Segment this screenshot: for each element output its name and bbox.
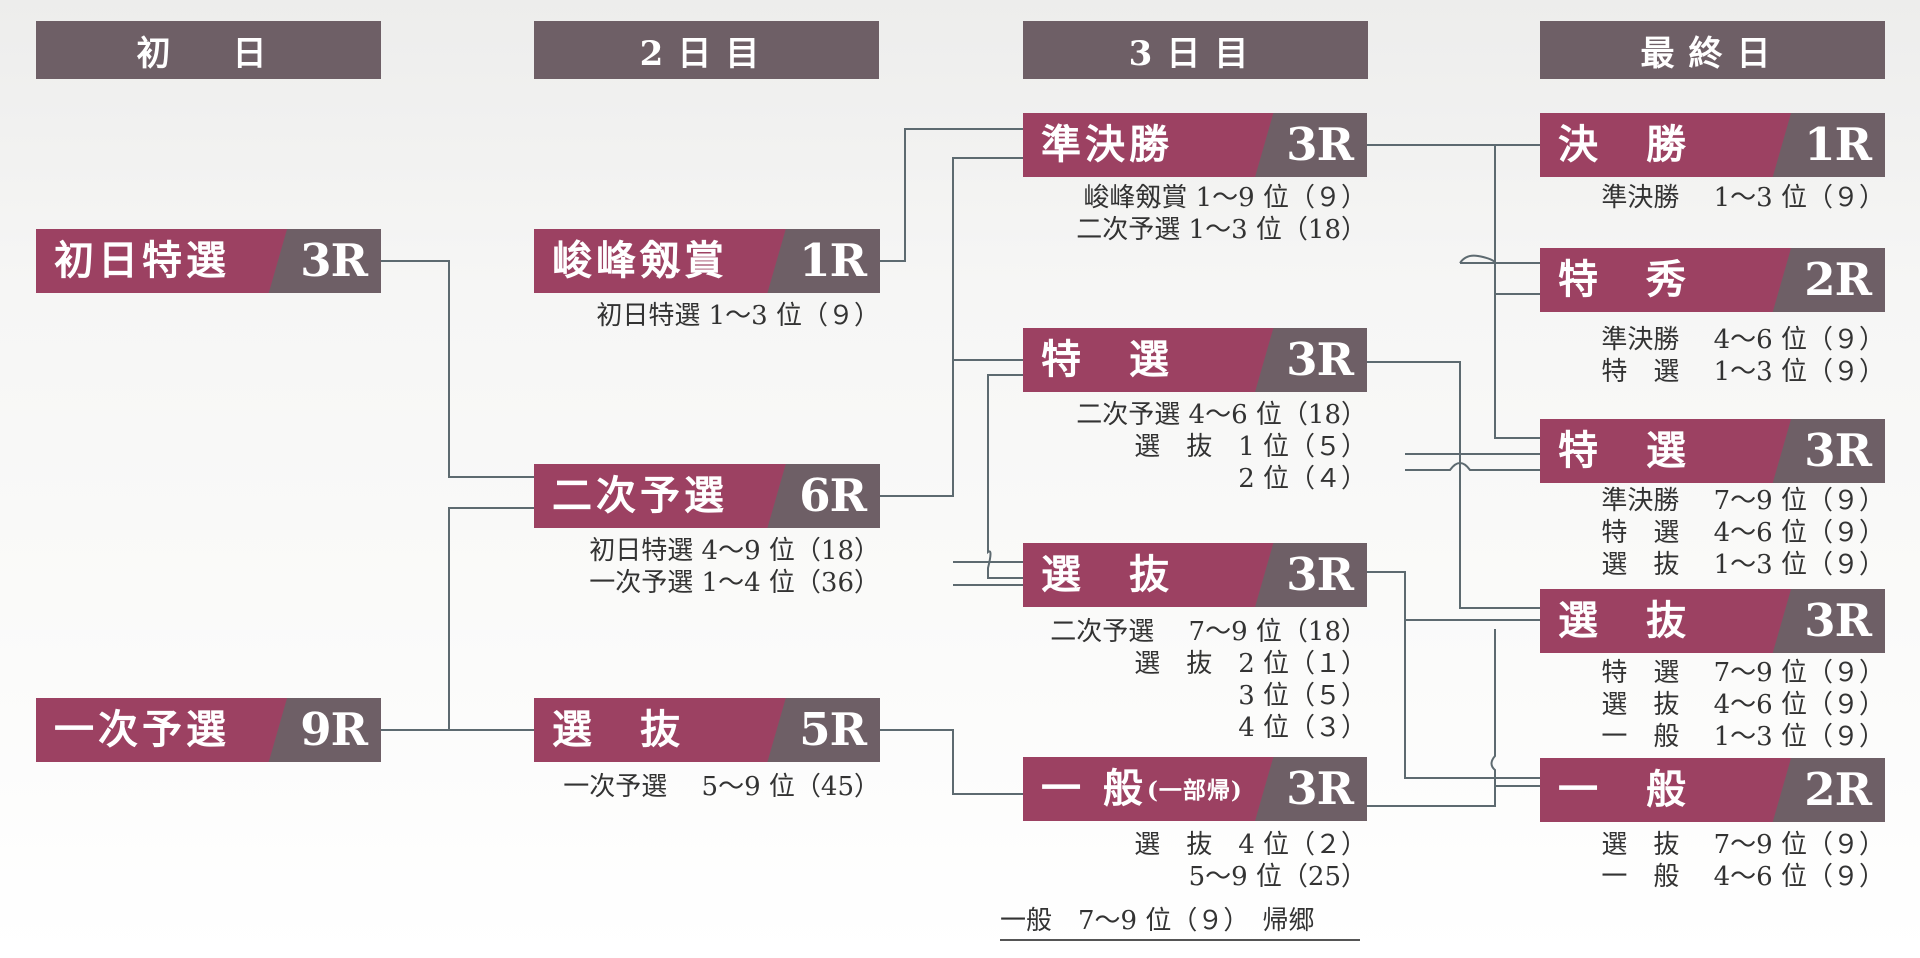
race-name: 決 勝 [1558, 121, 1690, 168]
race-box-d1-tokusen: 初日特選 3R [36, 229, 381, 293]
race-rounds: 5R [799, 703, 867, 756]
race-rounds: 6R [799, 469, 867, 522]
qualification-notes-d3-senbatsu: 二次予選 7〜9 位（18） 選 抜 2 位（１） 3 位（５） 4 位（３） [1050, 617, 1367, 743]
race-name: 一 般 [1558, 766, 1690, 813]
race-box-d4-ippan: 一 般 2R [1540, 758, 1885, 822]
race-box-d3-senbatsu: 選 抜 3R [1023, 543, 1367, 607]
race-name: 特 選 [1041, 336, 1173, 383]
race-name: 特 秀 [1558, 256, 1690, 303]
race-name: 初日特選 [54, 237, 230, 284]
race-name: 二次予選 [552, 472, 728, 519]
race-rounds: 3R [1804, 424, 1872, 477]
day-header-4: 最終日 [1540, 21, 1885, 79]
race-box-d2-shunpo: 峻峰剱賞 1R [534, 229, 880, 293]
race-box-d4-tokusen: 特 選 3R [1540, 419, 1885, 483]
qualification-notes-d4-kessho: 準決勝 1〜3 位（９） [1601, 183, 1885, 213]
race-name: 準決勝 [1041, 121, 1173, 168]
race-name: 一次予選 [54, 706, 230, 753]
day-header-1: 初 日 [36, 21, 381, 79]
race-box-d2-niji: 二次予選 6R [534, 464, 880, 528]
qualification-notes-d4-tokusen: 準決勝 7〜9 位（９） 特 選 4〜6 位（９） 選 抜 1〜3 位（９） [1601, 486, 1885, 580]
qualification-notes-d4-senbatsu: 特 選 7〜9 位（９） 選 抜 4〜6 位（９） 一 般 1〜3 位（９） [1601, 658, 1885, 752]
race-name: 選 抜 [1558, 597, 1690, 644]
race-box-d1-ichiji: 一次予選 9R [36, 698, 381, 762]
race-box-d4-kessho: 決 勝 1R [1540, 113, 1885, 177]
qualification-notes-d3-junkessho: 峻峰剱賞 1〜9 位（９） 二次予選 1〜3 位（18） [1076, 183, 1367, 245]
race-rounds: 3R [1286, 548, 1354, 601]
race-box-d4-tokushu: 特 秀 2R [1540, 248, 1885, 312]
race-rounds: 1R [1804, 118, 1872, 171]
race-name: 峻峰剱賞 [552, 237, 728, 284]
race-rounds: 3R [300, 234, 368, 287]
qualification-notes-d4-ippan: 選 抜 7〜9 位（９） 一 般 4〜6 位（９） [1601, 830, 1885, 892]
race-rounds: 3R [1804, 594, 1872, 647]
race-rounds: 9R [300, 703, 368, 756]
qualification-notes-d3-tokusen: 二次予選 4〜6 位（18） 選 抜 1 位（５） 2 位（４） [1076, 400, 1367, 494]
qualification-notes-d2-senbatsu: 一次予選 5〜9 位（45） [563, 772, 880, 802]
race-rounds: 1R [799, 234, 867, 287]
race-box-d3-ippan: 一 般(一部帰) 3R [1023, 757, 1367, 821]
day-header-2: 2日目 [534, 21, 879, 79]
qualification-notes-d4-tokushu: 準決勝 4〜6 位（９） 特 選 1〜3 位（９） [1601, 325, 1885, 387]
race-rounds: 3R [1286, 333, 1354, 386]
day-header-3: 3日目 [1023, 21, 1368, 79]
race-rounds: 2R [1804, 253, 1872, 306]
race-rounds: 3R [1286, 762, 1354, 815]
race-name: 特 選 [1558, 427, 1690, 474]
race-box-d3-tokusen: 特 選 3R [1023, 328, 1367, 392]
race-name: 一 般(一部帰) [1041, 765, 1243, 812]
race-name: 選 抜 [552, 706, 684, 753]
race-rounds: 3R [1286, 118, 1354, 171]
race-box-d4-senbatsu: 選 抜 3R [1540, 589, 1885, 653]
race-rounds: 2R [1804, 763, 1872, 816]
race-box-d3-junkessho: 準決勝 3R [1023, 113, 1367, 177]
race-box-d2-senbatsu: 選 抜 5R [534, 698, 880, 762]
eliminated-note: 一般 7〜9 位（９） 帰郷 [1000, 905, 1360, 941]
qualification-notes-d3-ippan: 選 抜 4 位（２） 5〜9 位（25） [1134, 830, 1367, 892]
qualification-notes-d2-niji: 初日特選 4〜9 位（18） 一次予選 1〜4 位（36） [589, 536, 880, 598]
race-name: 選 抜 [1041, 551, 1173, 598]
qualification-notes-d2-shunpo: 初日特選 1〜3 位（９） [596, 301, 880, 331]
